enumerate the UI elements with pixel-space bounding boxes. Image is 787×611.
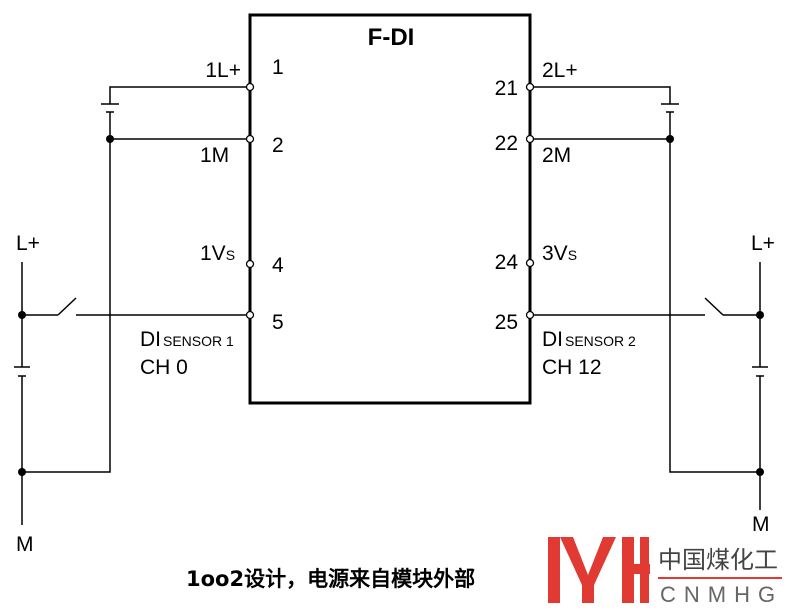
pin-number: 24 — [495, 251, 519, 274]
pin-label: 1M — [200, 144, 229, 167]
pin-number: 5 — [272, 311, 284, 334]
pin-number: 1 — [272, 56, 284, 79]
terminal-24 — [525, 258, 535, 268]
terminal-1 — [245, 82, 255, 92]
switch-right — [704, 297, 724, 316]
junction-dot — [756, 311, 764, 319]
switch-left — [57, 297, 77, 316]
sensor-left-bottom-label: M — [16, 533, 34, 556]
pin-number: 22 — [495, 132, 518, 155]
pin-label: 2L+ — [542, 59, 578, 82]
junction-dot — [18, 468, 26, 476]
pin-label: 3VS — [542, 242, 577, 265]
sensor-right-bottom-label: M — [752, 513, 770, 536]
terminal-2 — [245, 134, 255, 144]
terminal-4 — [245, 259, 255, 269]
caption: 1oo2设计，电源来自模块外部 — [186, 567, 475, 591]
pin-number: 4 — [272, 254, 284, 277]
wire-1L — [109, 86, 250, 104]
channel-label: CH 0 — [140, 356, 188, 379]
sensor-right-top-label: L+ — [751, 232, 775, 255]
terminal-21 — [525, 82, 535, 92]
channel-label: CH 12 — [542, 356, 602, 379]
terminal-25 — [525, 310, 535, 320]
module-box — [248, 13, 532, 405]
pin-number: 21 — [495, 77, 518, 100]
pin-number: 25 — [495, 311, 518, 334]
junction-dot — [756, 468, 764, 476]
logo-en-text: CNMHG — [660, 582, 783, 607]
pin-label: 1L+ — [205, 59, 241, 82]
sensor-left-top-label: L+ — [16, 232, 40, 255]
junction-dot — [106, 135, 114, 143]
module-title: F-DI — [368, 24, 415, 51]
wire-2L — [530, 86, 671, 104]
junction-dot — [666, 135, 674, 143]
wire-1M — [22, 112, 111, 473]
pin-label: 1VS — [200, 242, 235, 265]
wire-2M — [669, 112, 760, 473]
pin-number: 2 — [272, 134, 284, 157]
terminal-22 — [525, 134, 535, 144]
pin-label: 2M — [542, 144, 571, 167]
terminal-5 — [245, 310, 255, 320]
junction-dot — [18, 311, 26, 319]
cnmhg-logo: 中国煤化工 CNMHG — [548, 537, 783, 607]
logo-cn-text: 中国煤化工 — [658, 546, 778, 574]
